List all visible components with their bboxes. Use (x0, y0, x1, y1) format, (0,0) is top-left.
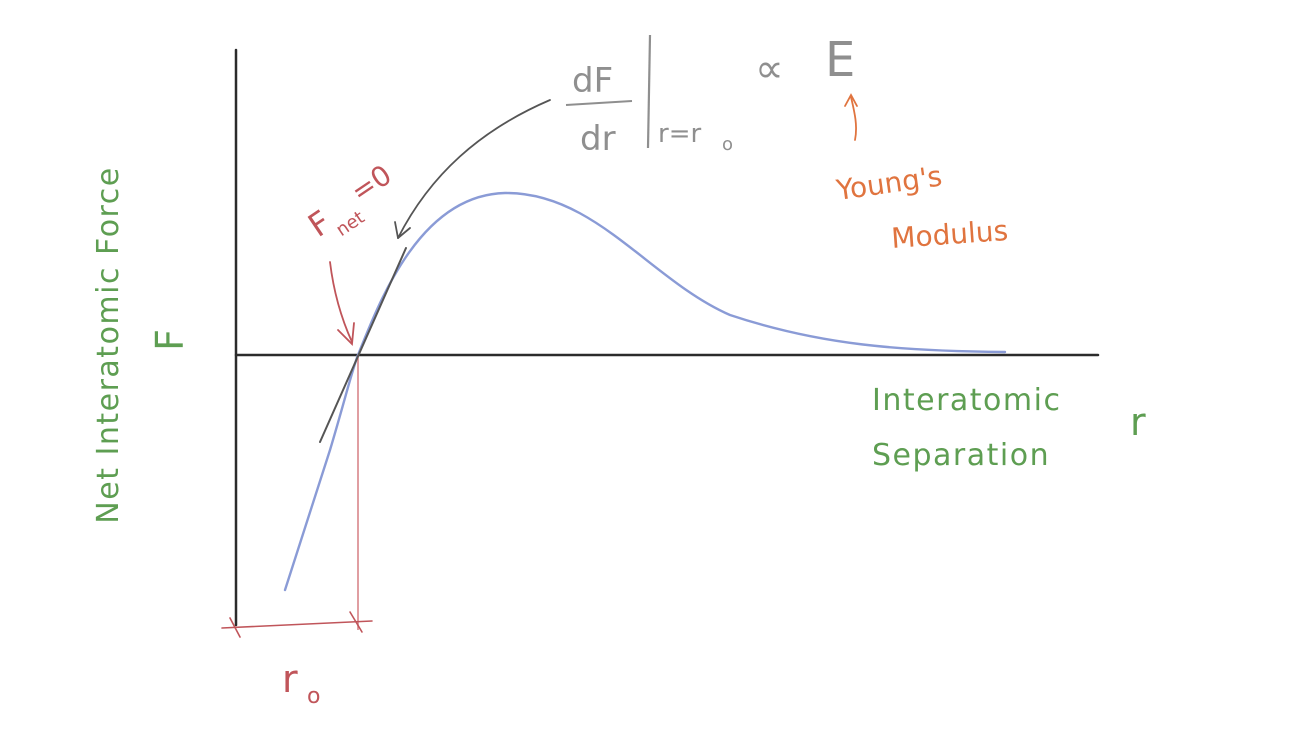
r0-symbol: r (282, 657, 298, 701)
proportional-symbol: ∝ (755, 46, 784, 92)
y-axis-symbol: F (148, 329, 192, 351)
y-axis-title: Net Interatomic Force (91, 166, 126, 523)
evaluation-point-subscript: o (722, 134, 733, 155)
youngs-modulus-symbol: E (825, 32, 855, 88)
fraction-bar (565, 100, 633, 106)
r0-dimension-arrow (221, 611, 373, 638)
derivative-denominator: dr (580, 119, 616, 159)
fnet-pointer-arrow (329, 261, 355, 346)
youngs-label-line1: Young's (833, 159, 944, 207)
youngs-label-line2: Modulus (890, 214, 1009, 255)
derivative-numerator: dF (572, 61, 613, 101)
x-axis-title-line2: Separation (872, 438, 1050, 473)
x-axis-symbol: r (1130, 400, 1146, 444)
r0-subscript: o (307, 684, 320, 709)
fnet-equals-zero: =0 (345, 158, 398, 208)
fnet-zero-label: F net =0 (301, 158, 398, 244)
derivative-pointer-arrow (394, 99, 551, 239)
x-axis-title-line1: Interatomic (872, 383, 1061, 418)
evaluation-bar (646, 34, 652, 149)
derivative-expression: dF dr r=r o ∝ E (565, 32, 855, 159)
youngs-modulus-arrow (844, 93, 858, 141)
tangent-line (319, 247, 407, 443)
evaluation-point: r=r (658, 119, 701, 149)
fnet-subscript: net (332, 207, 368, 241)
